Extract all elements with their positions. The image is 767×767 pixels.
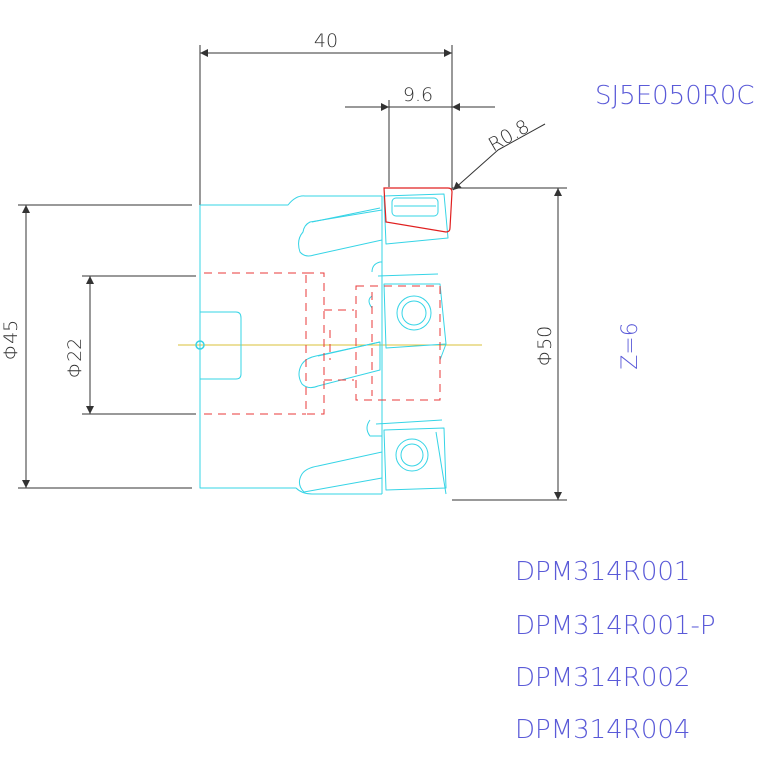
insert-code-2: DPM314R001-P	[515, 611, 716, 641]
cutter-body-outline	[199, 193, 449, 495]
dimension-diameter-45-label: Φ45	[0, 320, 22, 361]
dimension-diameter-50	[452, 187, 567, 501]
dimension-diameter-45	[18, 204, 192, 489]
dimension-corner-radius-label: R0.8	[485, 115, 534, 156]
dimension-overall-length-label: 40	[314, 30, 338, 52]
dimension-insert-length	[345, 100, 495, 187]
teeth-count: Z=6	[618, 322, 643, 370]
insert-code-4: DPM314R004	[515, 715, 690, 745]
insert-code-1: DPM314R001	[515, 557, 690, 587]
insert-corner-highlight	[383, 187, 453, 233]
insert-code-3: DPM314R002	[515, 663, 690, 693]
dimension-overall-length	[199, 45, 453, 205]
dimension-diameter-22-label: Φ22	[64, 338, 86, 379]
dimension-diameter-50-label: Φ50	[534, 326, 556, 367]
dimension-diameter-22	[82, 275, 196, 415]
dimension-corner-radius	[452, 123, 546, 191]
dimension-insert-length-label: 9.6	[403, 84, 433, 106]
model-code: SJ5E050R0C	[595, 81, 755, 111]
hidden-lines	[204, 272, 441, 415]
